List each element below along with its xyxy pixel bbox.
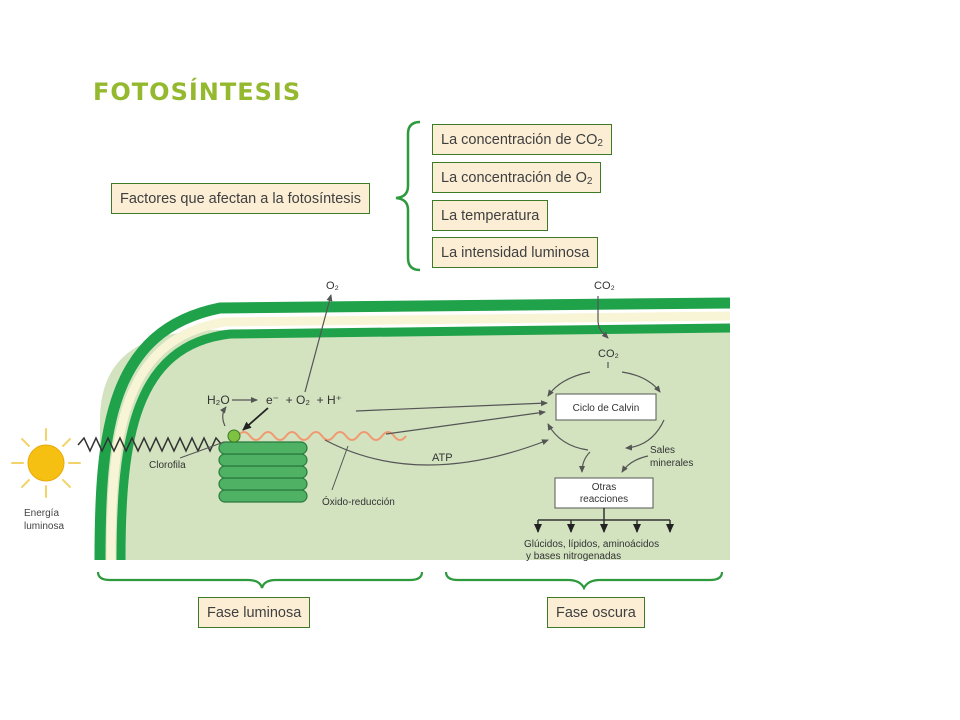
redox-pointer (331, 445, 349, 491)
thylakoid-stack (218, 441, 308, 503)
light-phase-text: Fase luminosa (207, 605, 302, 621)
o2-release-arrow (304, 294, 333, 393)
calvin-arc-top-right (621, 371, 661, 393)
energy-label-line2: luminosa (24, 521, 64, 532)
dark-phase-bracket (444, 571, 724, 591)
chlorophyll-molecule (227, 429, 241, 443)
salts-arrow (621, 455, 649, 473)
factors-bracket (395, 120, 421, 272)
chlorophyll-pointer (179, 441, 225, 459)
outer-membrane (94, 297, 731, 561)
energy-label-line1: Energía (24, 508, 59, 519)
calvin-box (555, 393, 657, 421)
page-title: FOTOSÍNTESIS (93, 78, 302, 106)
redox-label: Óxido-reducción (322, 495, 395, 508)
products-line2: y bases nitrogenadas (526, 551, 621, 562)
factor-light-intensity-text: La intensidad luminosa (441, 245, 590, 261)
calvin-arc-top-left (547, 371, 591, 397)
other-reactions-box (554, 477, 654, 509)
factor-o2-sub: 2 (586, 176, 593, 187)
h2o-loop-arrow (220, 406, 227, 427)
dark-phase-label: Fase oscura (547, 597, 645, 628)
co2-entry-arrow (597, 296, 609, 339)
calvin-arc-bottom-right (625, 419, 665, 451)
products-line1: Glúcidos, lípidos, aminoácidos (524, 539, 659, 550)
factor-temperature-text: La temperatura (441, 208, 540, 224)
equation-products: e⁻ + O₂ + H⁺ (266, 393, 342, 407)
salts-label-line2: minerales (650, 458, 693, 469)
dark-phase-text: Fase oscura (556, 605, 636, 621)
factor-co2: La concentración de CO2 (432, 124, 612, 155)
inner-membrane (116, 323, 731, 561)
factor-light-intensity: La intensidad luminosa (432, 237, 599, 268)
co2-in-label: CO₂ (594, 280, 615, 292)
factors-label: Factores que afectan a la fotosíntesis (111, 183, 370, 214)
co2-inner-label: CO₂ (598, 348, 619, 360)
light-phase-bracket (96, 571, 424, 589)
sun-icon (11, 428, 81, 498)
factor-o2-text: La concentración de O (441, 170, 587, 186)
equation-h2o: H₂O (207, 393, 230, 407)
atp-label: ATP (432, 452, 453, 464)
factor-o2: La concentración de O2 (432, 162, 602, 193)
other-reactions-line1: Otras (592, 482, 616, 493)
atp-arrow (324, 439, 549, 466)
factor-temperature: La temperatura (432, 200, 549, 231)
electron-to-chlorophyll-arrow (242, 407, 269, 431)
o2-out-label: O₂ (326, 280, 339, 292)
salts-label-line1: Sales (650, 445, 675, 456)
cycle-to-other-arrow (579, 451, 591, 473)
factor-co2-sub: 2 (597, 138, 603, 149)
other-reactions-line2: reacciones (580, 494, 628, 505)
intermembrane-space (106, 311, 731, 561)
chloroplast (94, 297, 731, 561)
calvin-label: Ciclo de Calvin (573, 403, 640, 414)
factor-co2-text: La concentración de CO (441, 132, 598, 148)
chlorophyll-label: Clorofila (149, 460, 186, 471)
calvin-arc-bottom-left (547, 423, 589, 451)
products-branch (534, 508, 674, 533)
factors-label-text: Factores que afectan a la fotosíntesis (120, 191, 361, 207)
light-phase-label: Fase luminosa (198, 597, 311, 628)
redox-wave (237, 431, 407, 441)
h-to-calvin-arrow (355, 400, 548, 412)
redox-to-calvin-arrow (385, 409, 546, 435)
